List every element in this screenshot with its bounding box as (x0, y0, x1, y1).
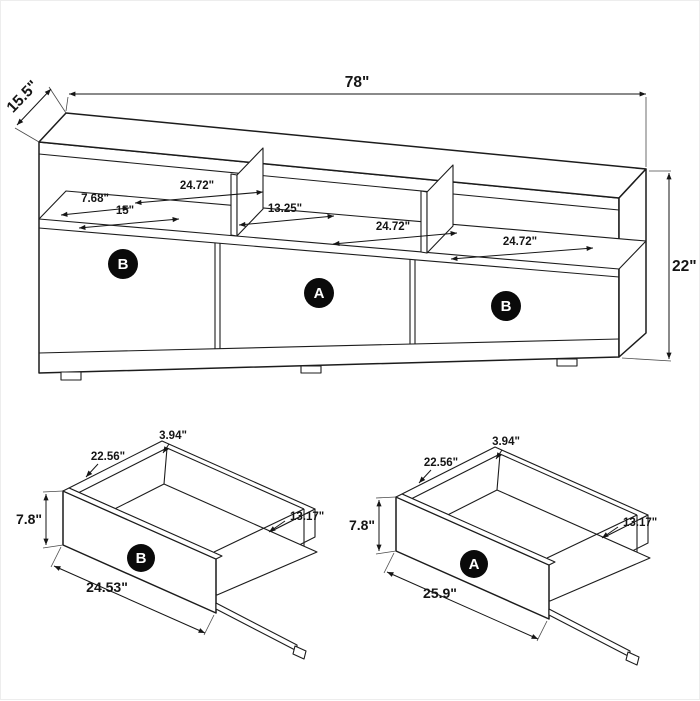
console-divider-left-front (230, 173, 238, 237)
drawer-a-front-width-label: 25.9" (423, 585, 457, 601)
badge-circle (460, 550, 488, 578)
console-shelf-front-edge (38, 227, 620, 278)
badge-letter: A (314, 285, 325, 302)
badge-letter: B (136, 550, 147, 567)
drawer-b-height-label: 7.8" (16, 511, 42, 527)
shelf-dim-line-1 (60, 206, 130, 217)
shelf-dim-2: 24.72" (180, 180, 214, 192)
console-badge-middle: A (304, 278, 334, 308)
shelf-dim-4: 13.25" (268, 203, 302, 215)
console-foot-left (60, 371, 82, 381)
shelf-dim-5: 24.72" (376, 221, 410, 233)
drawer-a-depth-label: 13.17" (623, 517, 657, 529)
shelf-dim-line-2 (134, 189, 264, 206)
badge-letter: B (501, 298, 512, 315)
console-badge-right: B (491, 291, 521, 321)
console-divider-right-front (420, 190, 428, 254)
shelf-dim-line-3 (78, 217, 180, 230)
drawer-b-side-height-label: 3.94" (159, 430, 187, 442)
badge-letter: B (118, 256, 129, 273)
drawer-b-front-width-label: 24.53" (86, 579, 128, 595)
drawer-a-badge: A (460, 550, 488, 578)
drawer-a-geometry (376, 447, 650, 665)
console-foot-right (556, 358, 578, 367)
drawer-b-drawing: 7.8" 22.56" 3.94" 13.17" 24.53" B (16, 430, 324, 659)
badge-circle (127, 544, 155, 572)
shelf-dim-3: 15" (116, 205, 134, 217)
console-badge-left: B (108, 249, 138, 279)
drawer-a-back-width-label: 22.56" (424, 457, 458, 469)
shelf-dim-6: 24.72" (503, 236, 537, 248)
shelf-dim-line-5 (332, 231, 458, 246)
console-drawing: 78" 15.5" 22" 7.68" 24.72" 15" 13.25" 24… (4, 74, 697, 381)
console-right-side (618, 168, 647, 358)
shelf-dim-1: 7.68" (81, 193, 109, 205)
drawer-a-drawing: 7.8" 22.56" 3.94" 13.17" 25.9" A (349, 436, 657, 665)
shelf-dim-line-4 (238, 214, 335, 227)
badge-circle (491, 291, 521, 321)
width-extension-lines (65, 96, 647, 167)
depth-dim-line (16, 88, 52, 126)
badge-circle (108, 249, 138, 279)
badge-circle (304, 278, 334, 308)
console-drawer-bottom-line (38, 338, 620, 354)
badge-letter: A (469, 556, 480, 573)
console-top-slab-edge (38, 153, 620, 211)
shelf-dim-line-6 (450, 245, 594, 262)
console-depth-label: 15.5" (4, 77, 42, 116)
drawer-a-height-label: 7.8" (349, 517, 375, 533)
console-width-label: 78" (345, 74, 370, 91)
drawer-b-badge: B (127, 544, 155, 572)
drawer-b-depth-label: 13.17" (290, 511, 324, 523)
height-extension-lines (621, 170, 672, 362)
console-drawer-gap-left (214, 243, 221, 349)
drawer-b-geometry (43, 441, 317, 659)
drawer-a-side-height-label: 3.94" (492, 436, 520, 448)
console-drawer-gap-right (409, 259, 416, 344)
drawer-b-back-width-label: 22.56" (91, 451, 125, 463)
depth-extension-lines (14, 86, 67, 143)
console-foot-middle (300, 365, 322, 374)
console-height-label: 22" (672, 258, 697, 275)
